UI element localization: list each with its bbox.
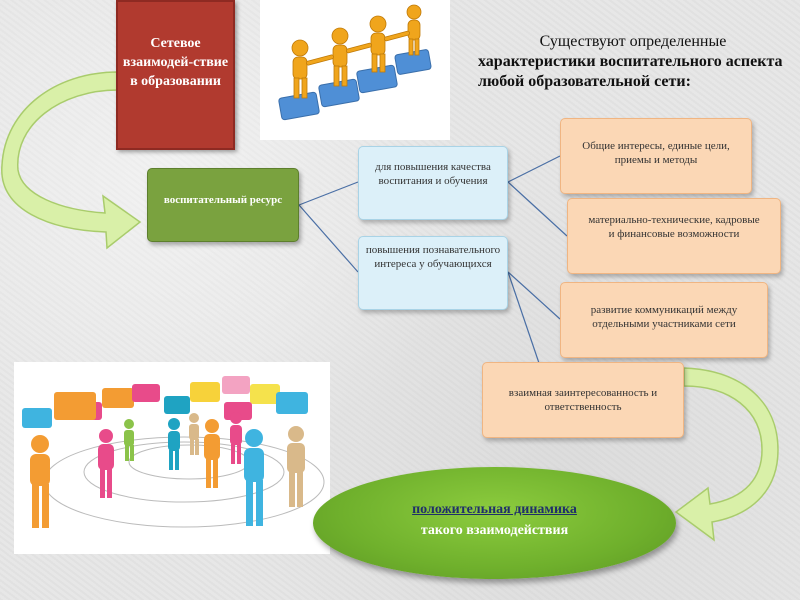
positive-dynamics-result: положительная динамика такого взаимодейс… — [313, 467, 676, 579]
line-branch2-to-trait4 — [507, 271, 541, 367]
trait-common-interests: Общие интересы, единые цели, приемы и ме… — [560, 118, 752, 194]
line-branch1-to-trait2 — [507, 181, 568, 237]
line-resource-to-branch2 — [298, 204, 359, 273]
educational-resource-node: воспитательный ресурс — [147, 168, 299, 242]
branch-quality-node: для повышения качества воспитания и обуч… — [358, 146, 508, 220]
branch-interest-node: повышения познавательного интереса у обу… — [358, 236, 508, 310]
heading-line-1: Существуют определенные — [539, 33, 727, 50]
puzzle-people-image — [260, 0, 450, 140]
line-branch2-to-trait3 — [507, 271, 561, 320]
curved-arrow-right — [674, 367, 779, 542]
network-interaction-title: Сетевое взаимодей-ствие в образовании — [116, 0, 235, 150]
result-line-2: такого взаимодействия — [420, 523, 569, 538]
network-people-image — [14, 362, 330, 554]
result-line-1: положительная динамика — [412, 502, 577, 517]
trait-mutual-responsibility: взаимная заинтересованность и ответствен… — [482, 362, 684, 438]
heading-line-2: характеристики воспитательного аспекта л… — [478, 53, 783, 90]
trait-communications: развитие коммуникаций между отдельными у… — [560, 282, 768, 358]
curved-arrow-left — [1, 71, 142, 250]
line-resource-to-branch1 — [298, 181, 359, 206]
line-branch1-to-trait1 — [507, 155, 561, 183]
characteristics-heading: Существуют определенные характеристики в… — [478, 32, 788, 92]
trait-resources: материально-технические, кадровые и фина… — [567, 198, 781, 274]
